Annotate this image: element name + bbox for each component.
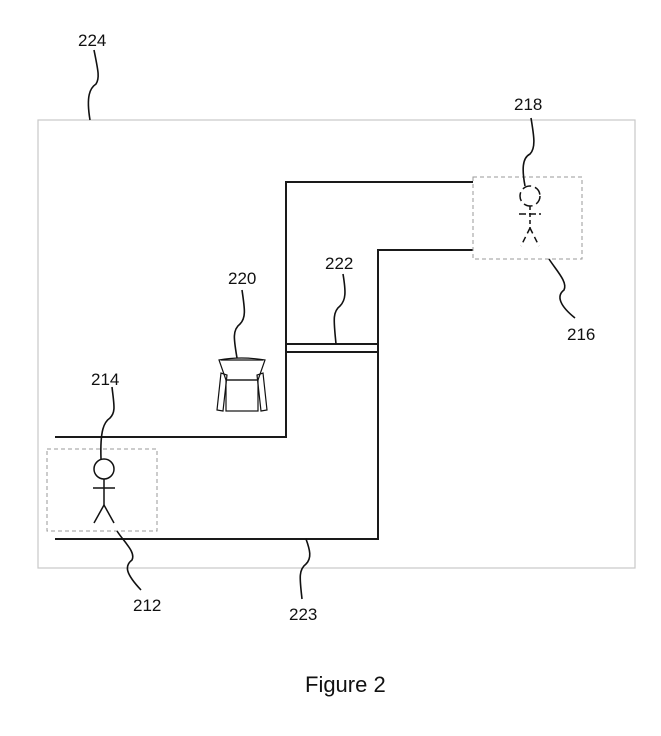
label-216: 216 <box>567 325 595 344</box>
label-222: 222 <box>325 254 353 273</box>
label-218: 218 <box>514 95 542 114</box>
user-zone-212 <box>46 448 158 532</box>
hallway-upper-wall <box>55 181 473 438</box>
label-212: 212 <box>133 596 161 615</box>
hallway-lower-wall <box>55 249 473 540</box>
label-223: 223 <box>289 605 317 624</box>
label-214: 214 <box>91 370 119 389</box>
leader-224 <box>87 49 99 121</box>
leader-216 <box>548 258 576 319</box>
label-224: 224 <box>78 31 106 50</box>
remote-person-icon <box>519 185 541 247</box>
leader-223 <box>299 538 311 600</box>
figure-caption: Figure 2 <box>305 672 386 697</box>
chair-icon <box>216 357 268 412</box>
person-icon <box>93 458 115 524</box>
leader-214 <box>100 386 115 460</box>
leader-222 <box>333 273 346 345</box>
label-220: 220 <box>228 269 256 288</box>
leader-220 <box>233 289 246 359</box>
leader-212 <box>116 530 142 591</box>
user-zone-216 <box>472 176 583 260</box>
leader-218 <box>522 117 535 187</box>
environment-frame <box>37 119 636 569</box>
